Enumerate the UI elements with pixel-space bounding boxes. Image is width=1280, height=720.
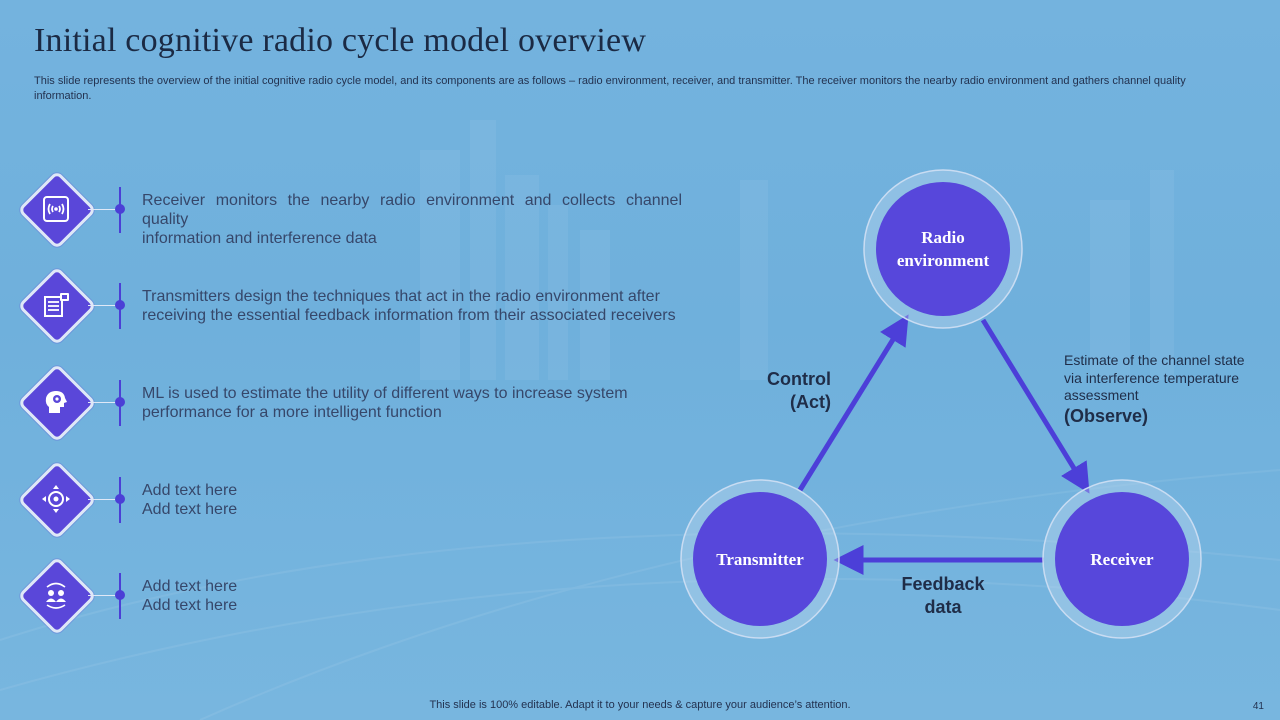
list-item: Add text here Add text here	[17, 556, 702, 636]
list-item: Receiver monitors the nearby radio envir…	[17, 170, 702, 250]
item-text: Transmitters design the techniques that …	[142, 288, 676, 324]
svg-text:Estimate of the channel state: Estimate of the channel state	[1064, 352, 1245, 368]
timeline-dot	[115, 300, 125, 310]
connector-line	[88, 499, 120, 500]
timeline-dot	[115, 204, 125, 214]
observe-note: Estimate of the channel state via interf…	[1064, 352, 1245, 426]
svg-text:Radio: Radio	[921, 228, 964, 247]
transmitter-node: Transmitter	[680, 479, 840, 639]
document-chart-icon	[44, 293, 69, 317]
svg-text:Receiver: Receiver	[1090, 550, 1154, 569]
connector-line	[88, 595, 120, 596]
target-arrows-icon	[42, 485, 70, 513]
svg-text:via interference temperature: via interference temperature	[1064, 370, 1239, 386]
people-cycle-icon	[46, 582, 66, 609]
control-label: Control (Act)	[767, 369, 831, 412]
feedback-label: Feedback data	[901, 574, 985, 617]
svg-text:data: data	[924, 597, 962, 617]
svg-text:(Act): (Act)	[790, 392, 831, 412]
timeline-dot	[115, 494, 125, 504]
item-text: Add text here Add text here	[142, 578, 238, 614]
list-item: Transmitters design the techniques that …	[17, 266, 702, 346]
radio-environment-node: Radio environment	[863, 169, 1023, 329]
receiver-node: Receiver	[1042, 479, 1202, 639]
item-text: Add text here Add text here	[142, 482, 238, 518]
svg-text:environment: environment	[897, 251, 990, 270]
connector-line	[88, 305, 120, 306]
list-item: ML is used to estimate the utility of di…	[17, 363, 702, 443]
head-gear-icon	[45, 391, 67, 413]
connector-line	[88, 402, 120, 403]
connector-line	[88, 209, 120, 210]
timeline-dot	[115, 590, 125, 600]
page-number: 41	[1252, 701, 1264, 712]
svg-text:assessment: assessment	[1064, 387, 1139, 403]
page-subtitle: This slide represents the overview of th…	[34, 75, 1186, 102]
observe-arrow	[980, 318, 1090, 494]
svg-text:Feedback: Feedback	[901, 574, 985, 594]
act-arrow	[797, 314, 909, 492]
list-item: Add text here Add text here	[17, 460, 702, 540]
svg-text:Control: Control	[767, 369, 831, 389]
item-text: ML is used to estimate the utility of di…	[142, 385, 628, 421]
footer-note: This slide is 100% editable. Adapt it to…	[429, 699, 851, 711]
sound-wave-icon	[43, 196, 69, 222]
page-title: Initial cognitive radio cycle model over…	[34, 22, 647, 59]
item-text: Receiver monitors the nearby radio envir…	[142, 192, 682, 247]
timeline-dot	[115, 397, 125, 407]
svg-text:Transmitter: Transmitter	[716, 550, 804, 569]
svg-text:(Observe): (Observe)	[1064, 406, 1148, 426]
